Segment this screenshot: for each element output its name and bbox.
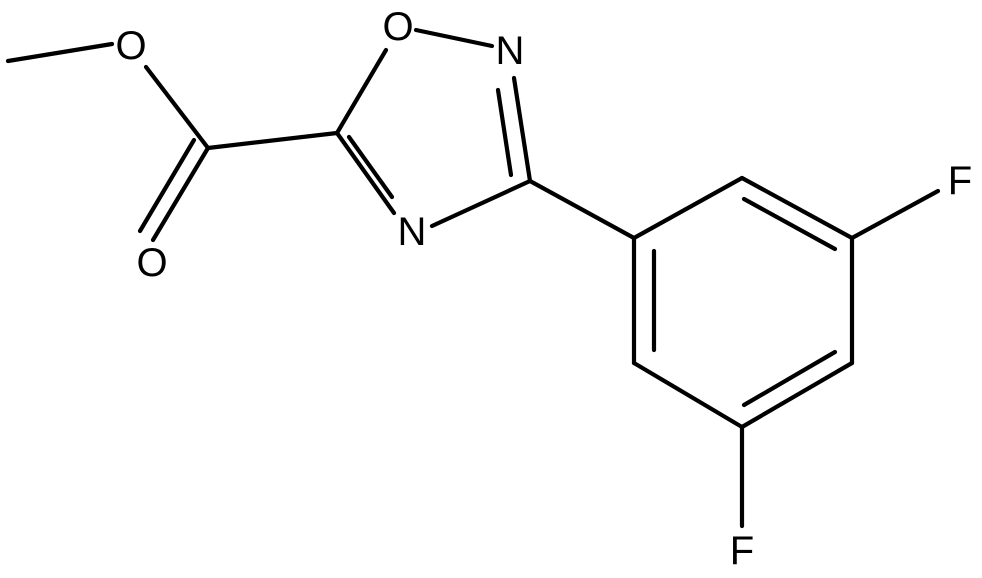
atom-label-ring-nitrogen-4: N <box>398 210 427 254</box>
bond-carbon-fluorine-top <box>849 188 941 241</box>
bond-methyl-oxygen <box>5 41 115 64</box>
bond-carbonyl-double-outer <box>150 145 211 243</box>
bond-phenyl-c1-c2 <box>631 175 745 241</box>
bond-ring-n4-c5-outer <box>334 130 397 216</box>
atom-label-fluorine-top: F <box>948 159 972 203</box>
bond-phenyl-c2-c3 <box>739 175 855 241</box>
bond-ring-n4-c5-inner <box>346 134 395 200</box>
bond-ring-o1-n2 <box>413 27 495 49</box>
bond-oxygen-carbonyl-carbon <box>143 64 211 151</box>
bond-phenyl-c2-c3-inner <box>741 196 838 252</box>
bond-ester-ring <box>205 130 340 151</box>
bond-ring-n2-c3-inner <box>495 87 514 178</box>
bond-phenyl-c5-c6 <box>631 360 745 430</box>
bond-ring-c5-o1 <box>334 47 389 136</box>
atom-label-ether-oxygen: O <box>115 24 146 68</box>
atom-label-ring-oxygen: O <box>382 5 413 49</box>
atom-labels: O O O N N F F <box>115 5 972 573</box>
atom-label-fluorine-bottom: F <box>730 529 754 573</box>
atom-label-ring-nitrogen-2: N <box>496 29 525 73</box>
bond-carbonyl-double-inner <box>137 137 197 234</box>
bond-ring-c3-n4 <box>429 178 533 229</box>
atom-label-carbonyl-oxygen: O <box>136 241 167 285</box>
bond-ring-n2-c3-outer <box>511 75 533 184</box>
bonds <box>5 27 941 529</box>
bond-ring-phenyl <box>527 178 637 241</box>
bond-phenyl-c4-c5-inner <box>741 349 838 408</box>
bond-phenyl-c4-c5 <box>739 360 855 430</box>
